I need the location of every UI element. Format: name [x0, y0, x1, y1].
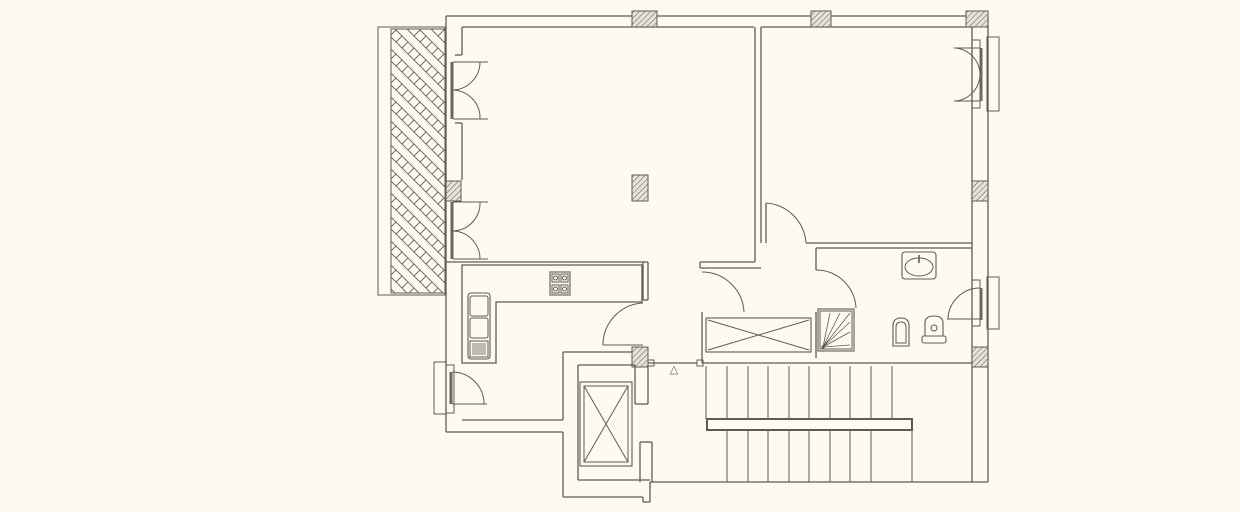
interior-walls — [446, 27, 972, 481]
column — [631, 10, 658, 28]
toilet-icon — [921, 315, 947, 344]
column — [971, 180, 989, 202]
washbasin-icon — [901, 251, 937, 280]
column — [965, 10, 989, 28]
bedroom-door[interactable] — [765, 202, 807, 244]
living-room-column — [631, 174, 649, 202]
column — [971, 346, 989, 368]
wardrobe-icon — [705, 317, 812, 353]
shower-icon — [817, 308, 855, 352]
staircase[interactable] — [705, 366, 913, 482]
hallway-door[interactable] — [701, 271, 745, 313]
column — [445, 180, 462, 202]
french-door-left-top[interactable] — [450, 61, 488, 120]
kitchen-window-door[interactable] — [433, 361, 487, 415]
elevator-icon[interactable] — [579, 381, 633, 467]
bathroom-window-door[interactable] — [947, 276, 1000, 330]
kitchen-counter — [461, 264, 643, 364]
terrace — [377, 26, 446, 296]
dishwasher-icon — [469, 340, 489, 358]
entrance-marker-icon: △ — [670, 364, 679, 376]
structural-columns — [445, 10, 989, 368]
bidet-icon — [892, 317, 910, 347]
bathroom-door[interactable] — [815, 269, 857, 309]
stove-icon — [549, 271, 571, 296]
french-door-bedroom[interactable] — [954, 36, 1000, 112]
kitchen-door[interactable] — [602, 302, 644, 346]
french-door-left-bottom[interactable] — [450, 201, 488, 260]
sink-icon — [467, 292, 491, 360]
column — [631, 346, 649, 368]
column — [810, 10, 832, 28]
